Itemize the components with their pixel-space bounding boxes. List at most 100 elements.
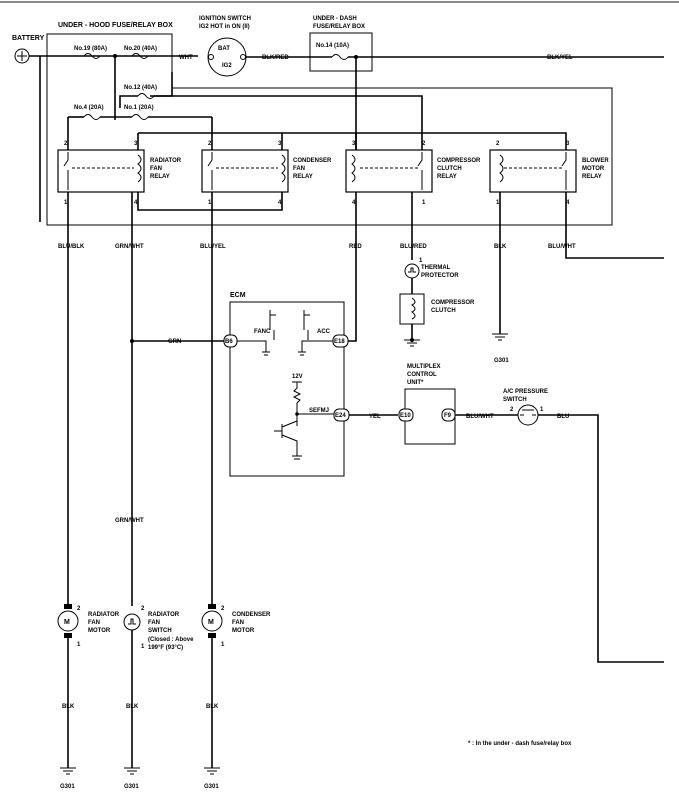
- fuse-4: [83, 114, 101, 120]
- condenser-fan-motor: 2 M 1 CONDENSER FAN MOTOR: [201, 604, 271, 648]
- svg-text:3: 3: [278, 141, 282, 147]
- svg-text:4: 4: [566, 200, 570, 206]
- svg-text:MOTOR: MOTOR: [582, 166, 605, 172]
- wire-grn-label: GRN: [168, 339, 181, 345]
- fuse-20-label: No.20 (40A): [124, 46, 157, 52]
- svg-text:MOTOR: MOTOR: [232, 628, 255, 634]
- fuse-1-label: No.1 (20A): [124, 105, 154, 111]
- mcu-e10-connector: [398, 408, 414, 422]
- svg-text:A/C PRESSURE: A/C PRESSURE: [503, 389, 548, 395]
- svg-text:1: 1: [208, 200, 212, 206]
- svg-text:SWITCH: SWITCH: [148, 628, 172, 634]
- compressor-clutch-relay: 3 2 4 1 COMPRESSOR CLUTCH RELAY: [345, 141, 481, 206]
- mcu-label-2: CONTROL: [407, 372, 437, 378]
- hood-box-label: UNDER - HOOD FUSE/RELAY BOX: [58, 22, 173, 29]
- svg-text:SWITCH: SWITCH: [503, 397, 527, 403]
- ground-g301-cond: G301: [204, 784, 219, 790]
- fuse-19: [83, 53, 101, 59]
- svg-text:4: 4: [352, 200, 356, 206]
- svg-text:M: M: [208, 619, 214, 626]
- svg-text:RADIATOR: RADIATOR: [148, 612, 180, 618]
- svg-text:FAN: FAN: [232, 620, 244, 626]
- hood-fuse-relay-box: [46, 33, 613, 226]
- svg-text:CLUTCH: CLUTCH: [431, 308, 456, 314]
- wire-blk-rad-label: BLK: [62, 704, 75, 710]
- svg-text:1: 1: [221, 642, 225, 648]
- radiator-fan-relay: 2 3 1 4 RADIATOR FAN RELAY: [57, 141, 182, 206]
- wire-wht-label: WHT: [179, 55, 193, 61]
- svg-text:BLOWER: BLOWER: [582, 158, 609, 164]
- svg-text:1: 1: [141, 644, 145, 650]
- svg-text:FAN: FAN: [293, 166, 305, 172]
- svg-text:RADIATOR: RADIATOR: [88, 612, 120, 618]
- svg-text:3: 3: [566, 141, 570, 147]
- fuse-19-label: No.19 (80A): [74, 46, 107, 52]
- ecm-box: [229, 301, 345, 477]
- blower-motor-relay: 2 3 1 4 BLOWER MOTOR RELAY: [489, 141, 609, 206]
- svg-text:FAN: FAN: [88, 620, 100, 626]
- svg-text:2: 2: [510, 407, 514, 413]
- svg-text:RELAY: RELAY: [437, 174, 457, 180]
- svg-text:4: 4: [278, 200, 282, 206]
- thermal-protector: 1 THERMAL PROTECTOR: [404, 258, 459, 279]
- ignition-switch: IGNITION SWITCH IG2 HOT in ON (II) BAT I…: [199, 16, 251, 77]
- footnote: * : In the under - dash fuse/relay box: [468, 741, 572, 747]
- wire-blu-red-label: BLU/RED: [400, 244, 427, 250]
- ignition-pin-bat: BAT: [218, 46, 230, 52]
- wire-blk-switch-label: BLK: [126, 704, 139, 710]
- svg-text:FAN: FAN: [150, 166, 162, 172]
- compressor-clutch: COMPRESSOR CLUTCH: [399, 293, 475, 325]
- wire-blk-cond-label: BLK: [206, 704, 219, 710]
- svg-text:2: 2: [422, 141, 426, 147]
- ac-pressure-switch: A/C PRESSURE SWITCH 2 1: [503, 389, 548, 426]
- svg-text:MOTOR: MOTOR: [88, 628, 111, 634]
- wire-blk-yel-label: BLK/YEL: [547, 55, 573, 61]
- svg-text:F9: F9: [444, 413, 452, 419]
- svg-text:4: 4: [134, 200, 138, 206]
- ecm-label: ECM: [230, 292, 246, 299]
- radiator-fan-motor: 2 M 1 RADIATOR FAN MOTOR: [57, 604, 120, 648]
- wire-blu-blk-label: BLU/BLK: [58, 244, 85, 250]
- svg-text:FAN: FAN: [148, 620, 160, 626]
- svg-text:CONDENSER: CONDENSER: [232, 612, 271, 618]
- svg-text:PROTECTOR: PROTECTOR: [421, 273, 459, 279]
- svg-text:E10: E10: [400, 413, 411, 419]
- mcu-label-3: UNIT*: [407, 380, 424, 386]
- svg-text:2: 2: [141, 606, 145, 612]
- svg-text:2: 2: [77, 606, 81, 612]
- ignition-label-1: IGNITION SWITCH: [199, 16, 251, 22]
- svg-text:RADIATOR: RADIATOR: [150, 158, 182, 164]
- ecm-12v-label: 12V: [292, 374, 303, 380]
- svg-text:1: 1: [419, 258, 423, 264]
- radiator-fan-switch: 2 1 RADIATOR FAN SWITCH (Closed : Above …: [123, 606, 194, 651]
- svg-text:2: 2: [64, 141, 68, 147]
- svg-text:2: 2: [496, 141, 500, 147]
- ecm-sefmj-label: SEFMJ: [309, 408, 329, 414]
- svg-text:B6: B6: [225, 339, 233, 345]
- dash-box-label-1: UNDER - DASH: [313, 16, 357, 22]
- svg-text:(Closed : Above: (Closed : Above: [148, 637, 194, 643]
- svg-text:1: 1: [64, 200, 68, 206]
- fuse-20: [131, 53, 149, 59]
- svg-text:COMPRESSOR: COMPRESSOR: [431, 300, 475, 306]
- wire-blu-wht-2-label: BLU/WHT: [466, 414, 494, 420]
- wire-yel-label: YEL: [369, 414, 381, 420]
- ground-g301-rad: G301: [60, 784, 75, 790]
- svg-text:M: M: [64, 619, 70, 626]
- svg-text:E24: E24: [335, 413, 346, 419]
- ecm-acc-label: ACC: [317, 329, 331, 335]
- svg-text:COMPRESSOR: COMPRESSOR: [437, 158, 481, 164]
- wire-blk-red-label: BLK/RED: [262, 55, 289, 61]
- svg-text:1: 1: [540, 407, 544, 413]
- svg-text:1: 1: [496, 200, 500, 206]
- fuse-4-label: No.4 (20A): [74, 105, 104, 111]
- wire-grn-wht-lower-label: GRN/WHT: [115, 518, 144, 524]
- svg-text:RELAY: RELAY: [582, 174, 602, 180]
- svg-text:RELAY: RELAY: [150, 174, 170, 180]
- dash-box-label-2: FUSE/RELAY BOX: [313, 24, 365, 30]
- ecm-fanc-label: FANC: [254, 329, 271, 335]
- wire-blu-wht-label: BLU/WHT: [548, 244, 576, 250]
- ignition-pin-ig2: IG2: [222, 63, 232, 69]
- svg-text:3: 3: [134, 141, 138, 147]
